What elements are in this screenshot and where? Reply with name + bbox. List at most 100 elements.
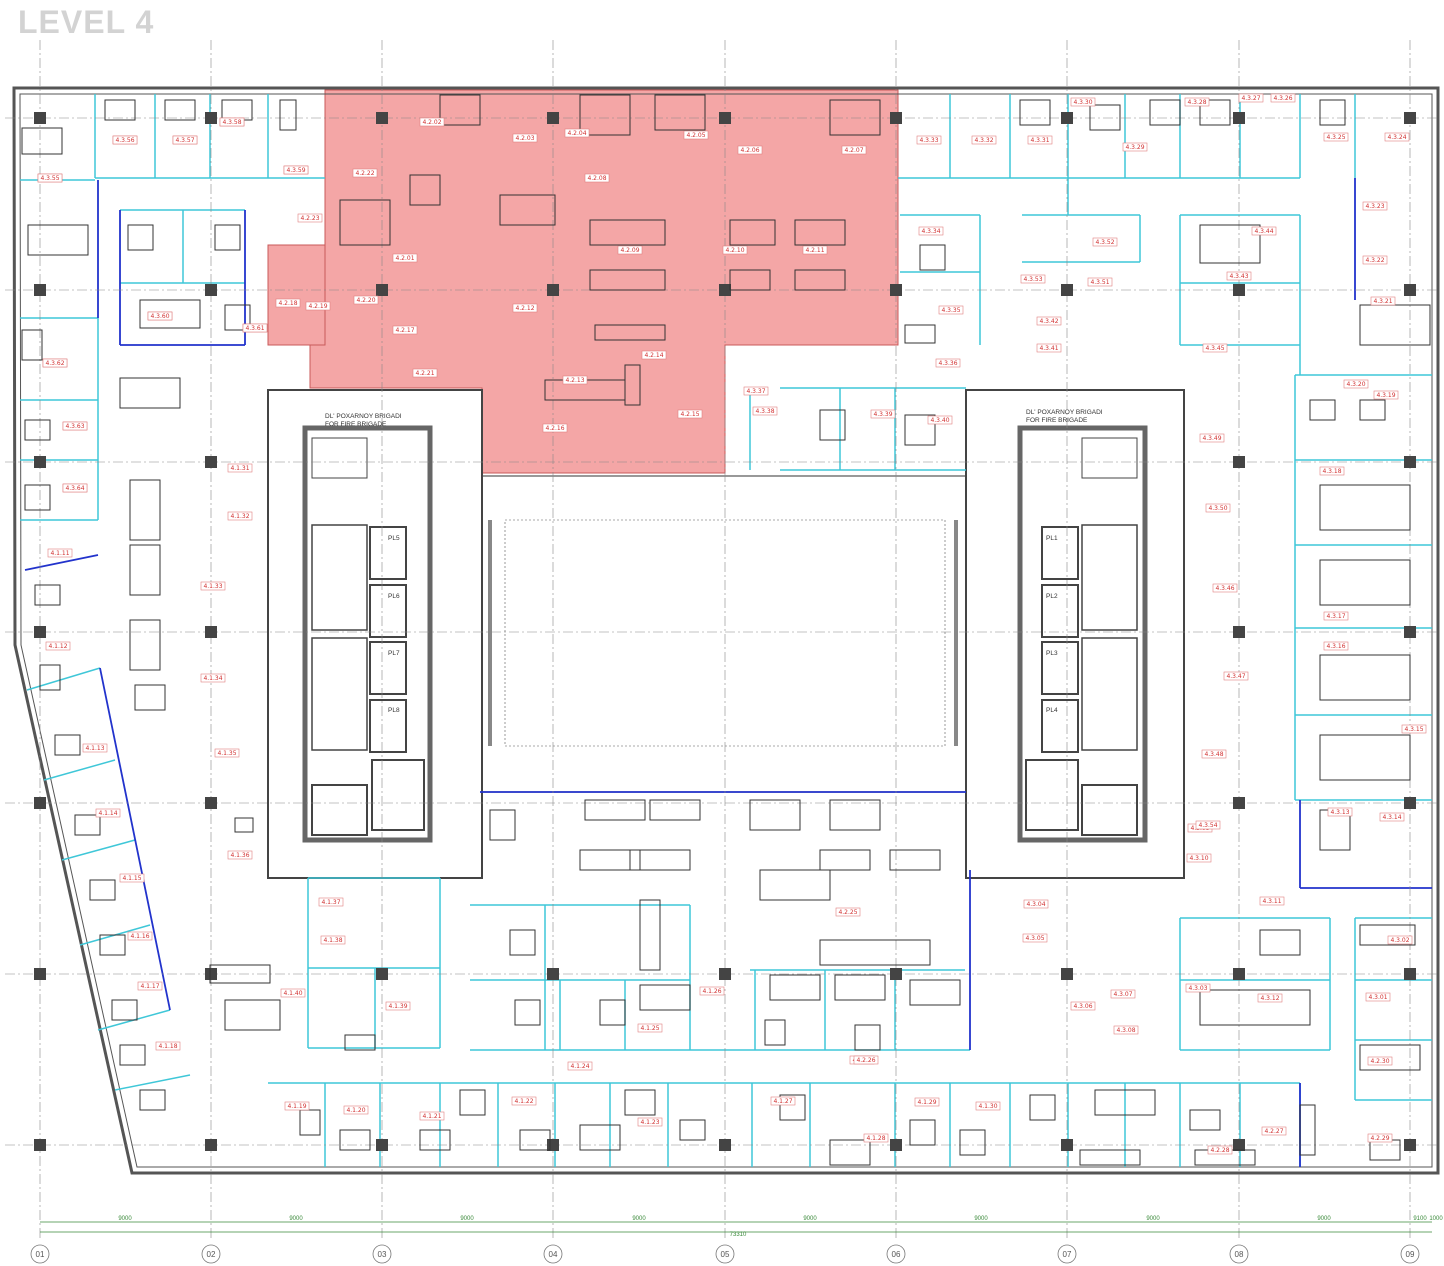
svg-text:PL1: PL1 <box>1046 535 1058 542</box>
svg-text:4.1.15: 4.1.15 <box>122 875 141 882</box>
desk <box>819 409 846 441</box>
room-label: 4.3.28 <box>1184 97 1210 107</box>
svg-text:4.2.07: 4.2.07 <box>844 147 863 154</box>
svg-text:PL2: PL2 <box>1046 593 1058 600</box>
svg-text:DL' POXARNOY BRIGADI: DL' POXARNOY BRIGADI <box>1026 409 1103 416</box>
desk <box>794 269 846 291</box>
desk <box>74 814 101 836</box>
fire-brigade-west: DL' POXARNOY BRIGADI FOR FIRE BRIGADE <box>325 413 402 428</box>
furniture <box>21 94 1431 1166</box>
desk <box>339 199 391 246</box>
room-label: 4.3.62 <box>42 358 68 368</box>
svg-text:4.3.47: 4.3.47 <box>1226 673 1245 680</box>
column <box>376 284 388 296</box>
room-label: 4.2.07 <box>841 145 867 155</box>
column <box>34 797 46 809</box>
room-label: 4.3.23 <box>1362 201 1388 211</box>
dimension-label: 9000 <box>974 1216 988 1222</box>
svg-text:4.2.03: 4.2.03 <box>515 135 534 142</box>
room-label: 4.3.14 <box>1379 812 1405 822</box>
desk <box>594 324 666 341</box>
svg-text:4.3.12: 4.3.12 <box>1260 995 1279 1002</box>
svg-text:4.3.11: 4.3.11 <box>1262 898 1281 905</box>
svg-text:4.3.45: 4.3.45 <box>1205 345 1224 352</box>
room-label: 4.1.18 <box>155 1041 181 1051</box>
grid-bubble: 06 <box>886 1244 906 1264</box>
svg-text:4.3.41: 4.3.41 <box>1039 345 1058 352</box>
room-label: 4.3.33 <box>916 135 942 145</box>
dimension-label: 9000 <box>1317 1216 1331 1222</box>
column <box>34 1139 46 1151</box>
desk <box>764 1019 786 1046</box>
column <box>1061 1139 1073 1151</box>
desk <box>134 684 166 711</box>
svg-text:4.3.27: 4.3.27 <box>1241 95 1260 102</box>
desk <box>1089 104 1121 131</box>
svg-text:4.1.19: 4.1.19 <box>287 1103 306 1110</box>
svg-text:4.3.02: 4.3.02 <box>1390 937 1409 944</box>
dimension-label: 9000 <box>118 1216 132 1222</box>
structural-columns <box>34 112 1416 1151</box>
room-label: 4.3.06 <box>1070 1001 1096 1011</box>
room-label: 4.1.13 <box>82 743 108 753</box>
room-label: 4.1.26 <box>699 986 725 996</box>
desk <box>589 219 666 246</box>
svg-text:4.2.17: 4.2.17 <box>395 327 414 334</box>
svg-text:4.1.32: 4.1.32 <box>230 513 249 520</box>
svg-text:4.1.40: 4.1.40 <box>283 990 302 997</box>
desk <box>829 799 881 831</box>
room-labels: 4.1.074.1.064.1.054.1.044.1.034.1.024.1.… <box>37 93 1427 1155</box>
room-label: 4.2.30 <box>1367 1056 1393 1066</box>
room-label: 4.1.39 <box>385 1001 411 1011</box>
desk <box>279 99 297 131</box>
desk <box>1319 654 1411 701</box>
svg-text:4.1.39: 4.1.39 <box>388 1003 407 1010</box>
room-label: 4.2.25 <box>835 907 861 917</box>
desk <box>299 1109 321 1136</box>
svg-text:4.1.34: 4.1.34 <box>203 675 222 682</box>
svg-text:FOR FIRE BRIGADE: FOR FIRE BRIGADE <box>1026 417 1088 424</box>
grid-bubble: 05 <box>715 1244 735 1264</box>
desk <box>729 269 771 291</box>
dimension-label: 1000 <box>1429 1216 1443 1222</box>
room-label: 4.3.41 <box>1036 343 1062 353</box>
column <box>890 284 902 296</box>
desk <box>1189 1109 1221 1131</box>
room-label: 4.3.07 <box>1110 989 1136 999</box>
svg-text:4.3.07: 4.3.07 <box>1113 991 1132 998</box>
svg-text:4.1.24: 4.1.24 <box>570 1063 589 1070</box>
column <box>719 112 731 124</box>
desk <box>829 99 881 136</box>
room-label: 4.1.40 <box>280 988 306 998</box>
column <box>1404 968 1416 980</box>
floor-title: LEVEL 4 <box>18 4 155 40</box>
column <box>1233 626 1245 638</box>
svg-text:4.3.38: 4.3.38 <box>755 408 774 415</box>
svg-text:4.3.56: 4.3.56 <box>115 137 134 144</box>
desk <box>164 99 196 121</box>
desk <box>1359 399 1386 421</box>
desk <box>1319 559 1411 606</box>
grid-bubble: 07 <box>1057 1244 1077 1264</box>
column <box>34 968 46 980</box>
room-label: 4.3.34 <box>918 226 944 236</box>
grid-bubble: 03 <box>372 1244 392 1264</box>
room-label: 4.3.10 <box>1186 853 1212 863</box>
room-label: 4.2.06 <box>737 145 763 155</box>
svg-text:4.3.15: 4.3.15 <box>1404 726 1423 733</box>
lift-labels: PL5 PL6 PL7 PL8 PL1 PL2 PL3 PL4 <box>388 535 1058 714</box>
building-shell <box>12 86 1440 1175</box>
room-label: 4.3.16 <box>1323 641 1349 651</box>
room-label: 4.2.12 <box>512 303 538 313</box>
svg-text:4.2.15: 4.2.15 <box>680 411 699 418</box>
svg-text:4.3.35: 4.3.35 <box>941 307 960 314</box>
room-label: 4.2.02 <box>419 117 445 127</box>
room-label: 4.3.63 <box>62 421 88 431</box>
desk <box>339 1129 371 1151</box>
desk <box>1319 734 1411 781</box>
room-label: 4.3.36 <box>935 358 961 368</box>
svg-text:4.2.21: 4.2.21 <box>415 370 434 377</box>
svg-text:4.2.04: 4.2.04 <box>567 130 586 137</box>
room-label: 4.3.53 <box>1020 274 1046 284</box>
